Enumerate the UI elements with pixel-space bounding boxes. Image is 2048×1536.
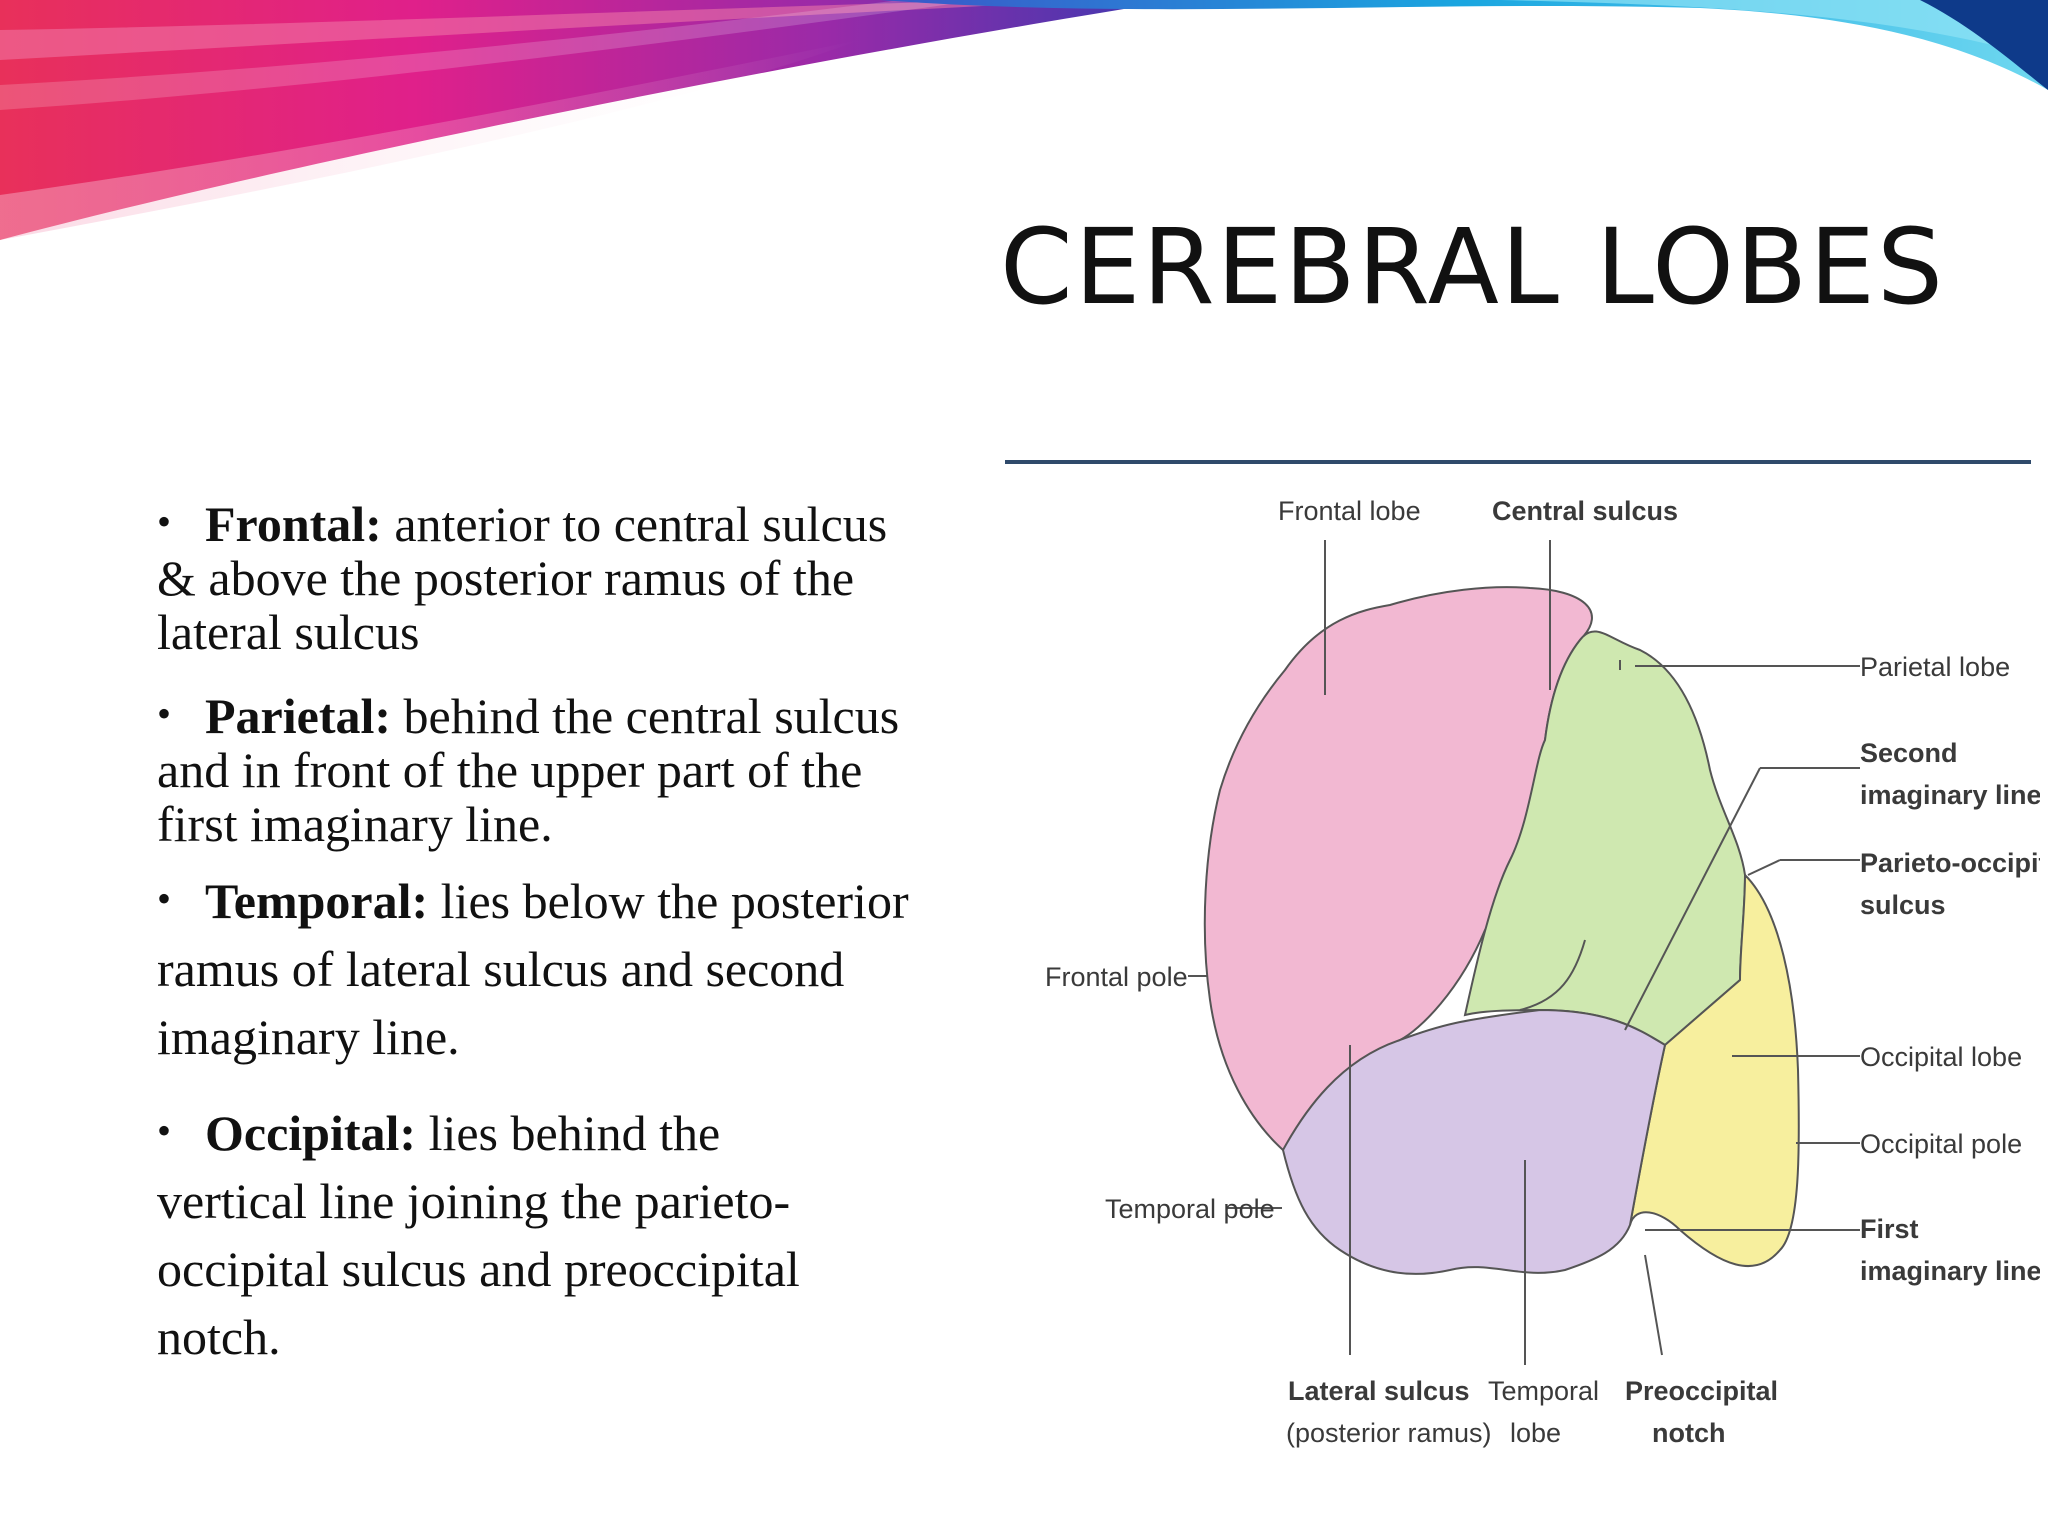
- label-frontal-lobe: Frontal lobe: [1278, 496, 1421, 526]
- bullet-line: • Temporal: lies below the posterior: [157, 865, 1027, 935]
- label-central-sulcus: Central sulcus: [1492, 496, 1678, 526]
- bullet-text: anterior to central sulcus: [381, 496, 888, 552]
- decorative-header-swoosh: [0, 0, 2048, 240]
- bullet-line: imaginary line.: [157, 1009, 460, 1065]
- label-second-imaginary-line-2: imaginary line: [1860, 780, 2040, 810]
- bullet-term: Frontal:: [205, 496, 382, 552]
- bullet-text: lies below the posterior: [428, 873, 909, 929]
- bullet-term: Parietal:: [205, 688, 392, 744]
- bullet-text: behind the central sulcus: [391, 688, 900, 744]
- label-occipital-pole: Occipital pole: [1860, 1129, 2022, 1159]
- bullet-occipital: • Occipital: lies behind the vertical lin…: [157, 1097, 1027, 1371]
- bullet-dot-icon: •: [157, 499, 172, 544]
- label-preoccipital-notch-2: notch: [1652, 1418, 1726, 1448]
- bullet-line: • Parietal: behind the central sulcus: [157, 687, 1027, 743]
- temporal-lobe-region: [1281, 1008, 1667, 1275]
- bullet-line: & above the posterior ramus of the: [157, 550, 855, 606]
- bullet-line: ramus of lateral sulcus and second: [157, 941, 845, 997]
- bullet-dot-icon: •: [157, 691, 172, 736]
- label-parieto-occipital-sulcus-2: sulcus: [1860, 890, 1946, 920]
- label-occipital-lobe: Occipital lobe: [1860, 1042, 2022, 1072]
- frontal-lobe-region: [1203, 586, 1593, 1152]
- label-first-imaginary-line-2: imaginary line: [1860, 1256, 2040, 1286]
- bullet-text: lies behind the: [416, 1105, 721, 1161]
- bullet-parietal: • Parietal: behind the central sulcus and…: [157, 687, 1027, 851]
- bullet-line: occipital sulcus and preoccipital: [157, 1241, 800, 1297]
- label-lateral-sulcus: Lateral sulcus: [1288, 1376, 1470, 1406]
- bullet-term: Temporal:: [205, 873, 429, 929]
- label-preoccipital-notch: Preoccipital: [1625, 1376, 1778, 1406]
- label-parietal-lobe: Parietal lobe: [1860, 652, 2010, 682]
- bullet-line: lateral sulcus: [157, 604, 420, 660]
- label-temporal-pole: Temporal pole: [1105, 1194, 1275, 1224]
- bullet-dot-icon: •: [157, 1108, 172, 1153]
- label-first-imaginary-line: First: [1860, 1214, 1919, 1244]
- bullet-line: and in front of the upper part of the: [157, 742, 863, 798]
- bullet-line: first imaginary line.: [157, 796, 553, 852]
- label-second-imaginary-line: Second: [1860, 738, 1958, 768]
- bullet-line: • Frontal: anterior to central sulcus: [157, 495, 1027, 551]
- bullet-line: vertical line joining the parieto-: [157, 1173, 791, 1229]
- title-divider: [1005, 460, 2031, 464]
- bullet-dot-icon: •: [157, 876, 172, 921]
- bullet-term: Occipital:: [205, 1105, 417, 1161]
- brain-lobes-diagram: Frontal lobe Central sulcus Parietal lob…: [1045, 496, 2040, 1448]
- bullet-temporal: • Temporal: lies below the posterior ramu…: [157, 865, 1027, 1071]
- bullet-line: notch.: [157, 1309, 281, 1365]
- bullet-line: • Occipital: lies behind the: [157, 1097, 1027, 1167]
- label-temporal-lobe: Temporal: [1488, 1376, 1599, 1406]
- label-lateral-sulcus-2: (posterior ramus): [1286, 1418, 1492, 1448]
- label-frontal-pole: Frontal pole: [1045, 962, 1188, 992]
- label-parieto-occipital-sulcus: Parieto-occipital: [1860, 848, 2040, 878]
- slide-title: CEREBRAL LOBES: [1000, 206, 1946, 328]
- label-temporal-lobe-2: lobe: [1510, 1418, 1561, 1448]
- bullet-frontal: • Frontal: anterior to central sulcus & a…: [157, 495, 1027, 659]
